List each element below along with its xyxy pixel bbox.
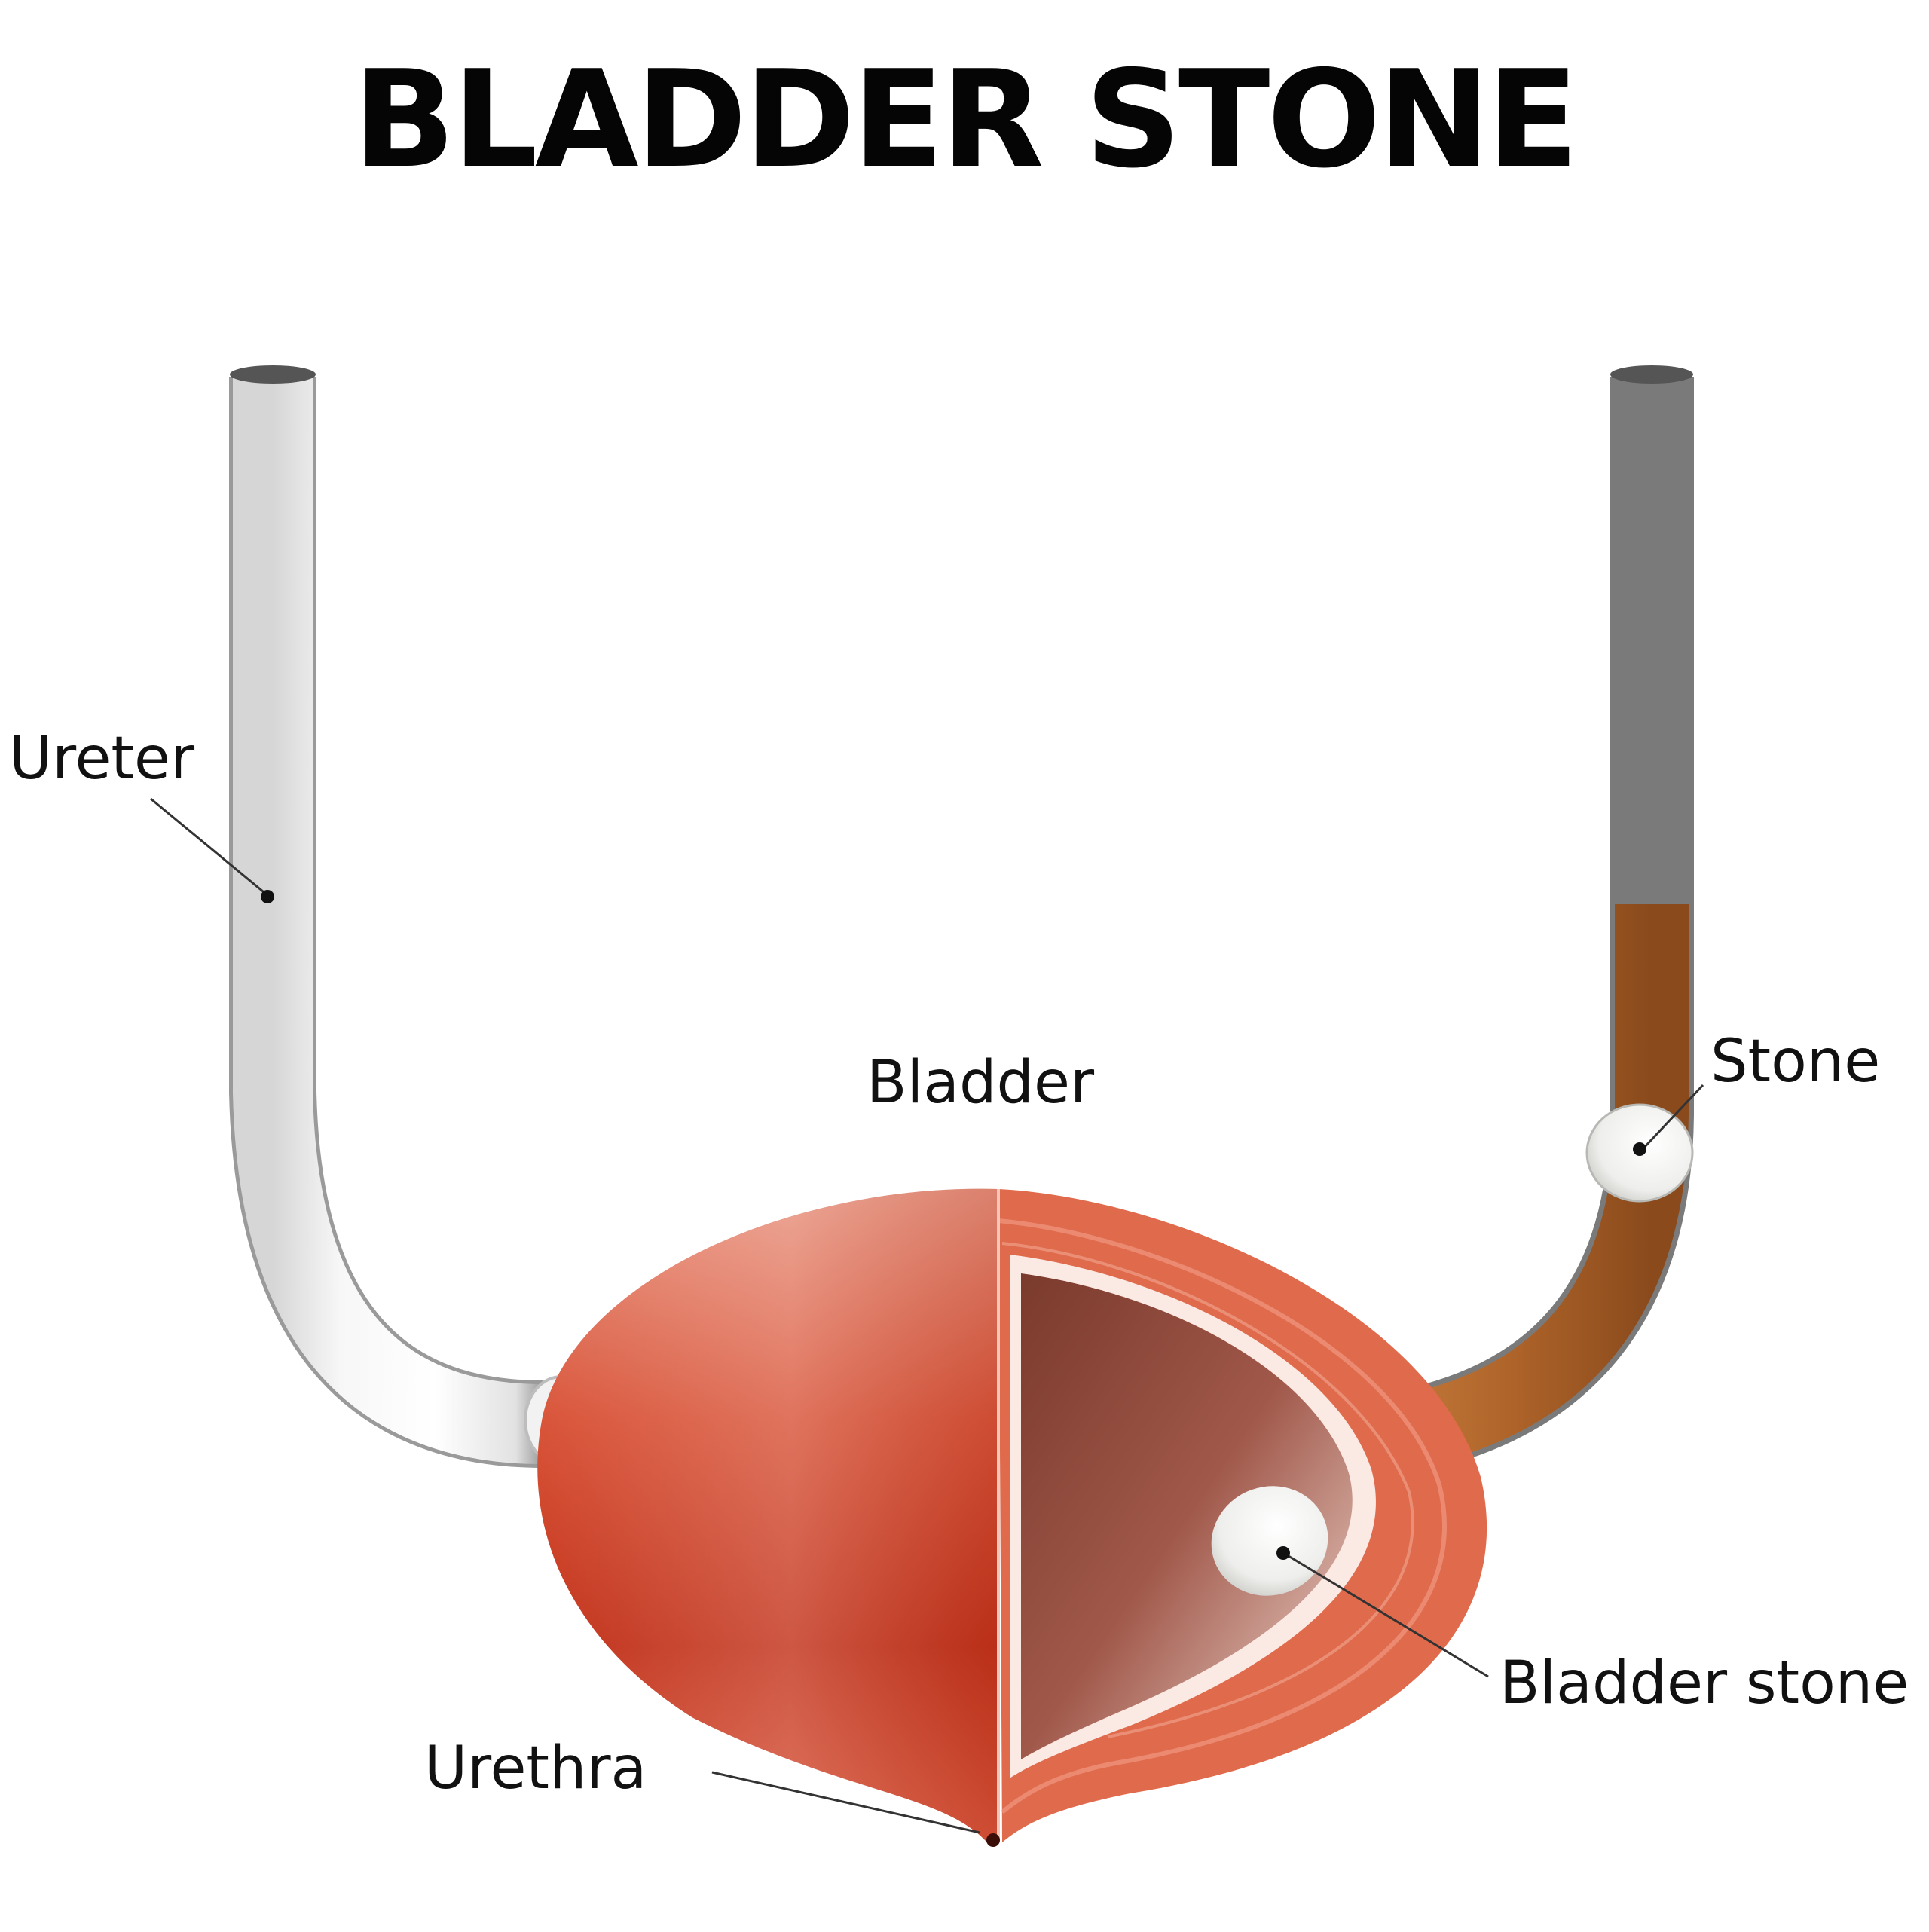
- label-bladder: Bladder: [867, 1049, 1095, 1117]
- leader-lines: [150, 797, 1704, 1834]
- diagram-title: BLADDER STONE: [353, 41, 1579, 197]
- left-ureter: [229, 365, 599, 1468]
- leader-dot-stone: [1633, 1142, 1646, 1156]
- leader-urethra: [711, 1771, 980, 1834]
- left-ureter-opening: [230, 365, 316, 384]
- urethra-opening: [986, 1833, 1000, 1847]
- label-ureter: Ureter: [9, 725, 195, 793]
- right-ureter: [1351, 365, 1694, 1481]
- bladder: [537, 1188, 1487, 1847]
- leader-stone: [1641, 1084, 1704, 1151]
- leader-bladder-stone: [1284, 1552, 1489, 1678]
- right-ureter-opening: [1610, 365, 1693, 384]
- bladder-cavity: [1021, 1273, 1353, 1759]
- leader-dot-ureter: [261, 890, 274, 903]
- leader-dot-bladder-stone: [1276, 1546, 1290, 1560]
- label-bladder-stone: Bladder stone: [1499, 1649, 1909, 1717]
- leader-ureter: [150, 797, 268, 897]
- label-stone: Stone: [1710, 1028, 1881, 1096]
- label-urethra: Urethra: [424, 1735, 647, 1802]
- bladder-stone: [1211, 1486, 1328, 1596]
